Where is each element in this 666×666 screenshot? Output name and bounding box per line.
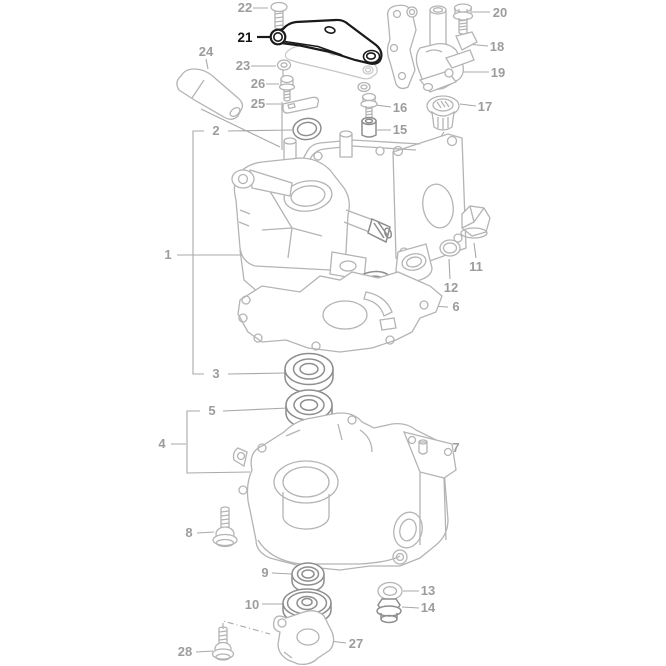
part-label-1: 1 [164, 247, 171, 262]
part-labels: 1 2 3 4 5 6 7 8 9 10 11 12 13 14 15 16 1… [158, 0, 507, 659]
part-label-13: 13 [421, 583, 435, 598]
part-label-16: 16 [393, 100, 407, 115]
part-label-7: 7 [452, 440, 459, 455]
part-8-bolt [212, 506, 238, 548]
part-14-drain-plug [376, 598, 402, 624]
part-label-2: 2 [212, 123, 219, 138]
part-24-spark-plug-cap [176, 68, 244, 120]
part-label-3: 3 [212, 366, 219, 381]
part-19-gasket [386, 4, 417, 90]
part-17-oil-cap [426, 95, 460, 131]
part-label-18: 18 [490, 39, 504, 54]
part-7-pin [418, 439, 428, 455]
part-label-26: 26 [251, 76, 265, 91]
part-label-15: 15 [393, 122, 407, 137]
bolt-position-dashed-line [222, 620, 271, 635]
part-label-10: 10 [245, 597, 259, 612]
part-label-25: 25 [251, 96, 265, 111]
part-1-cylinder-head-assembly [231, 130, 467, 298]
part-label-21-highlighted: 21 [237, 30, 253, 45]
part-21-bracket-highlighted [257, 18, 383, 65]
part-4-crankcase [232, 412, 457, 571]
part-22-bolt [270, 1, 288, 30]
part-label-5: 5 [208, 403, 215, 418]
part-3-bearing [284, 352, 334, 394]
part-label-9: 9 [261, 565, 268, 580]
part-label-8: 8 [185, 525, 192, 540]
part-6-gasket [237, 271, 443, 353]
part-13-washer [377, 581, 403, 601]
part-9-oil-seal [291, 562, 325, 593]
part-28-bolt [211, 626, 235, 661]
part-11-filler-cap [460, 205, 491, 239]
part-20-bolt [452, 3, 474, 35]
part-label-6: 6 [452, 299, 459, 314]
part-label-4: 4 [158, 436, 166, 451]
part-18-valve-assembly [406, 5, 478, 93]
part-25-plate [282, 96, 320, 114]
part-label-12: 12 [444, 280, 458, 295]
part-label-14: 14 [421, 600, 436, 615]
part-label-17: 17 [478, 99, 492, 114]
part-label-22: 22 [238, 0, 252, 15]
part-label-19: 19 [491, 65, 505, 80]
part-label-20: 20 [493, 5, 507, 20]
part-label-23: 23 [236, 58, 250, 73]
grommet-under-bracket [357, 81, 371, 93]
part-16-bolt [360, 92, 378, 120]
part-27-bracket [272, 610, 335, 666]
part-26-bolt [278, 74, 296, 102]
part-label-28: 28 [178, 644, 192, 659]
part-2-seal-ring [292, 117, 322, 141]
part-15-collar [361, 116, 377, 138]
part-12-o-ring [439, 239, 461, 257]
part-label-24: 24 [199, 44, 214, 59]
part-label-11: 11 [469, 259, 483, 274]
part-23-grommet [276, 59, 292, 71]
part-label-27: 27 [349, 636, 363, 651]
part-10-pulley-plate [282, 588, 332, 625]
